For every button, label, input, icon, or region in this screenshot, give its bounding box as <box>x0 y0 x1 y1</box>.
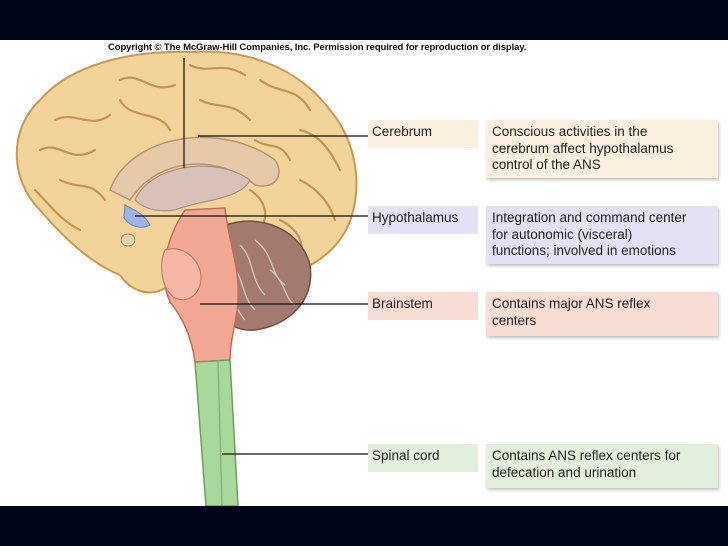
label-spinal-cord: Spinal cord <box>368 444 478 472</box>
description-line: cerebrum affect hypothalamus <box>492 140 674 156</box>
copyright-notice: Copyright © The McGraw-Hill Companies, I… <box>108 42 527 53</box>
description-line: Conscious activities in the <box>492 124 648 139</box>
spinal-cord-shape <box>194 359 239 506</box>
label-cerebrum: Cerebrum <box>368 120 478 148</box>
description-line: Contains major ANS reflex <box>492 296 651 311</box>
description-line: functions; involved in emotions <box>492 243 676 258</box>
description-line: defecation and urination <box>492 464 637 480</box>
description-line: control of the ANS <box>492 157 601 172</box>
brain-illustration <box>15 50 368 506</box>
label-brainstem: Brainstem <box>368 292 478 320</box>
description-line: for autonomic (visceral) <box>492 226 633 242</box>
slide: Copyright © The McGraw-Hill Companies, I… <box>0 40 728 506</box>
description-cerebrum: Conscious activities in the cerebrum aff… <box>486 120 718 178</box>
top-black-bar <box>0 0 728 40</box>
description-spinal-cord: Contains ANS reflex centers for defecati… <box>486 444 718 488</box>
bottom-black-bar <box>0 506 728 546</box>
description-brainstem: Contains major ANS reflex centers <box>486 292 718 336</box>
description-hypothalamus: Integration and command center for auton… <box>486 206 718 264</box>
description-line: Contains ANS reflex centers for <box>492 448 681 463</box>
label-hypothalamus: Hypothalamus <box>368 206 478 234</box>
description-line: Integration and command center <box>492 210 687 225</box>
description-line: centers <box>492 312 537 328</box>
